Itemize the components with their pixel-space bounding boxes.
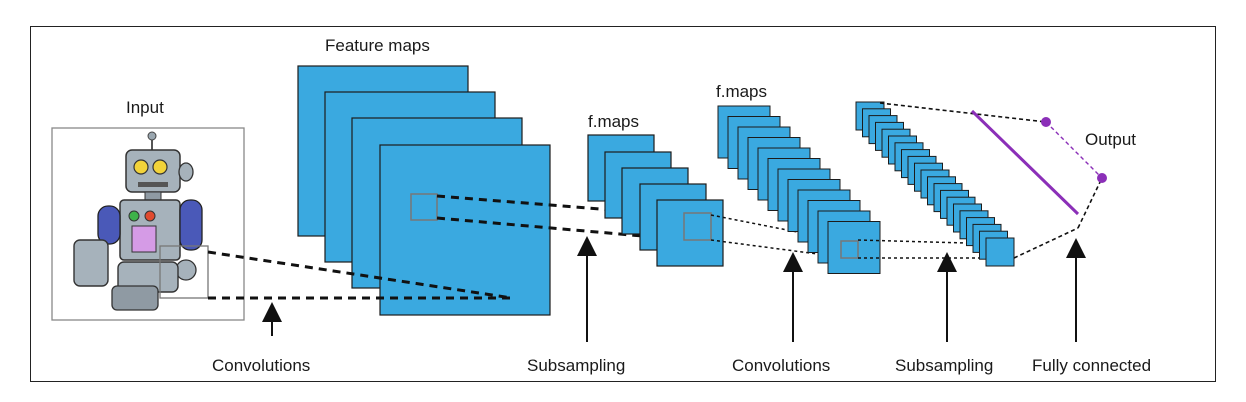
output-label: Output	[1085, 130, 1137, 149]
stage-arrows	[262, 236, 1086, 342]
feature-maps-stack	[297, 65, 551, 316]
small-map	[985, 237, 1015, 267]
fully-connected-layer	[970, 109, 1080, 216]
feature-maps-label: Feature maps	[325, 36, 430, 55]
conv1-projection-lines	[207, 250, 513, 300]
feature-map-patch	[410, 193, 438, 221]
stage-label-convolutions-2: Convolutions	[732, 356, 831, 375]
fmaps-label-1: f.maps	[588, 112, 640, 131]
fmaps-stack-1	[587, 134, 724, 267]
input-image	[51, 127, 245, 321]
input-receptive-field	[159, 245, 209, 299]
stage-label-subsampling-2: Subsampling	[895, 356, 994, 375]
fmaps2-map	[827, 221, 881, 274]
stage-label-convolutions-1: Convolutions	[212, 356, 311, 375]
fmaps1-patch	[683, 212, 712, 241]
output-node-2	[1097, 173, 1107, 183]
output-connection	[1045, 121, 1103, 179]
robot-icon	[73, 131, 203, 311]
input-label: Input	[126, 98, 164, 117]
fmaps-label-2: f.maps	[716, 82, 768, 101]
small-maps-stack	[855, 101, 1015, 267]
fully-connected-lines	[879, 102, 1103, 259]
stage-label-subsampling-1: Subsampling	[527, 356, 626, 375]
fmaps-stack-2	[717, 105, 881, 274]
fmaps2-patch	[840, 240, 859, 259]
stage-label-fully-connected: Fully connected	[1032, 356, 1152, 375]
output-node-1	[1041, 117, 1051, 127]
